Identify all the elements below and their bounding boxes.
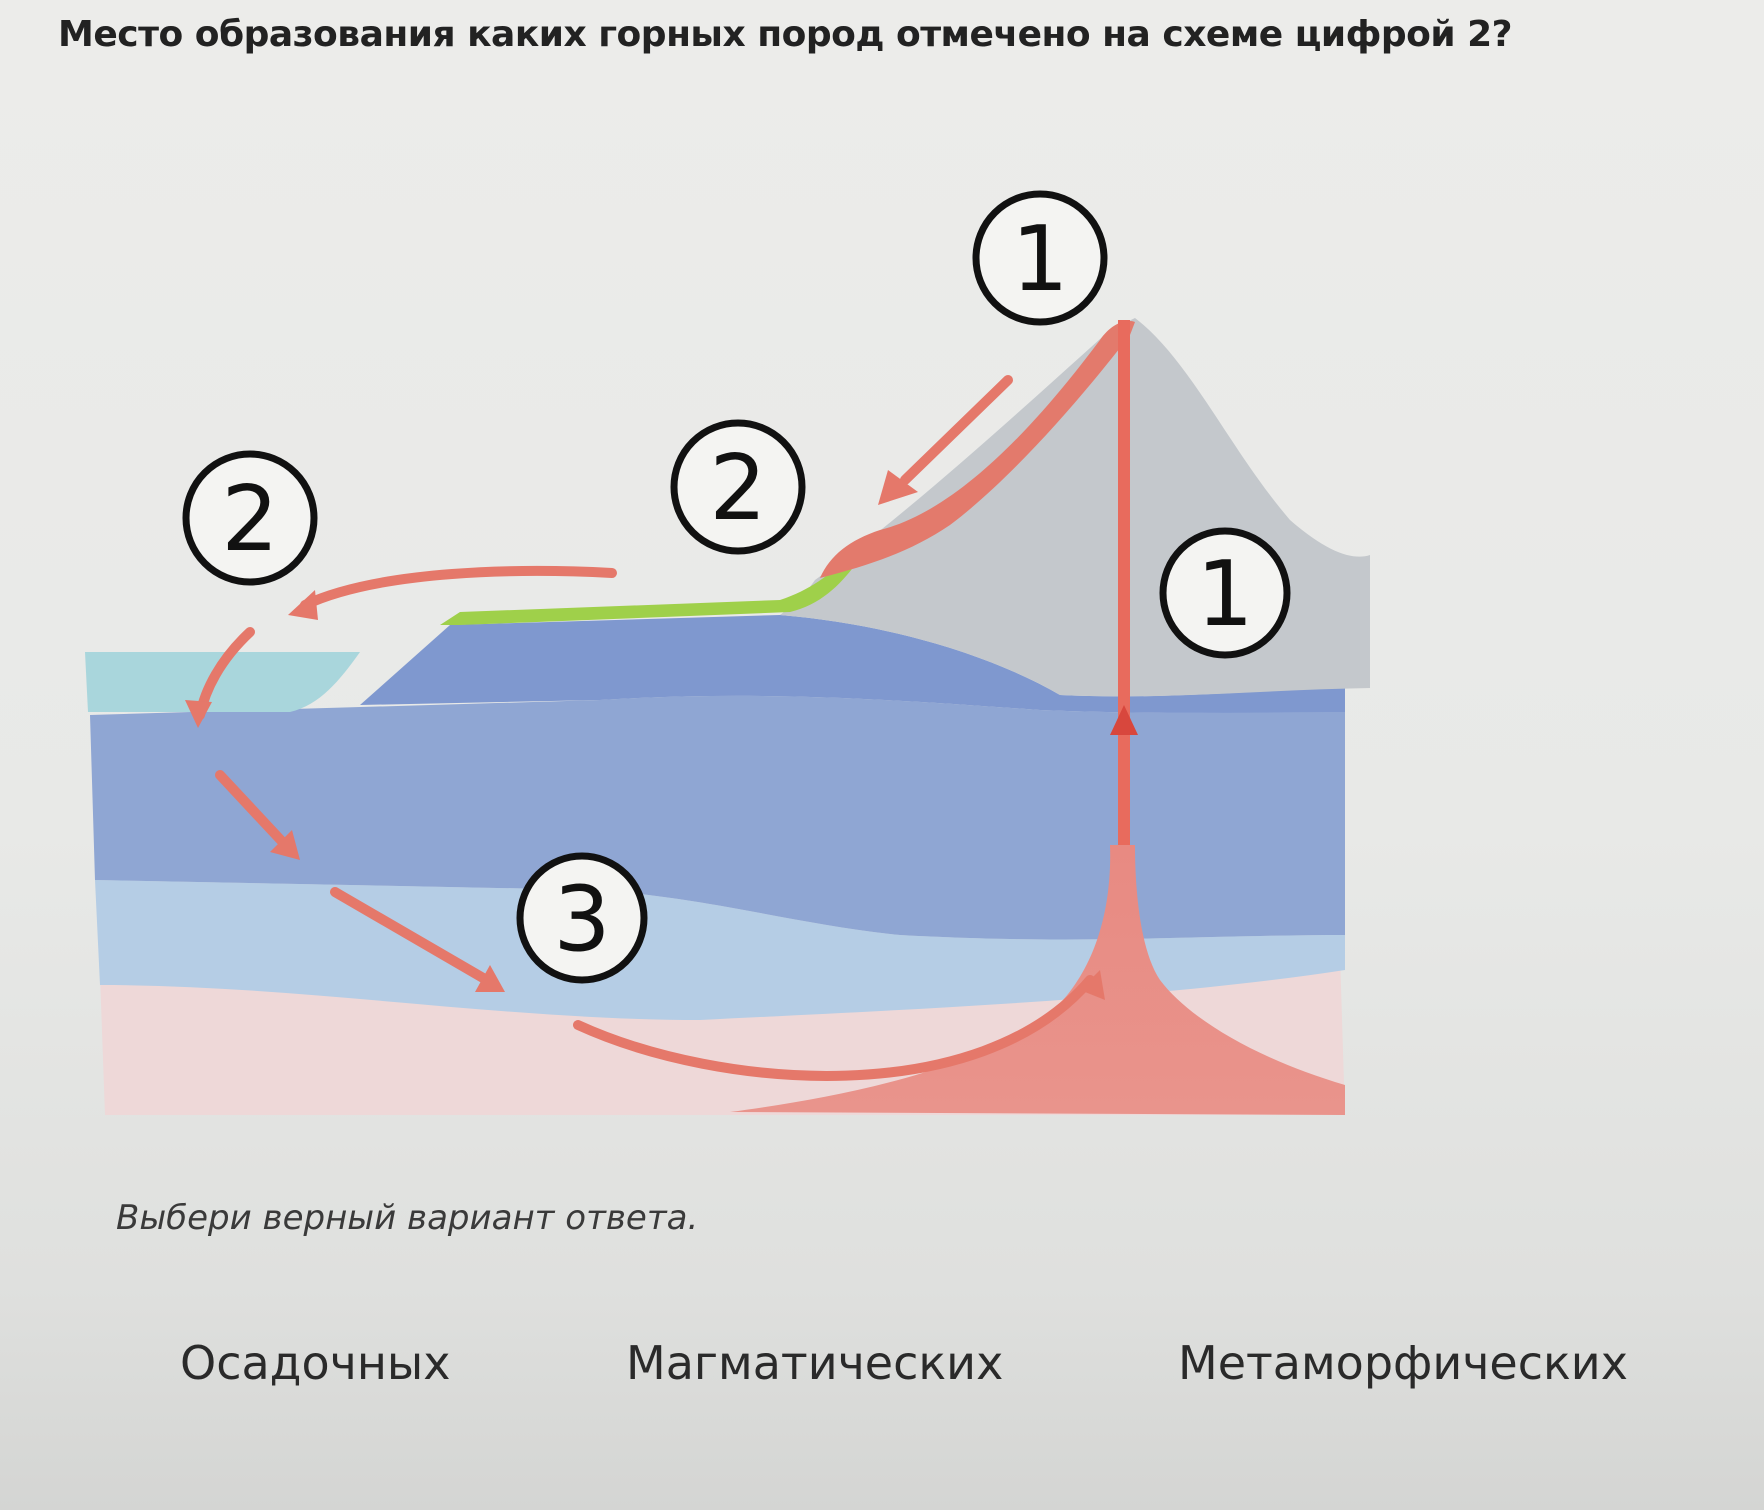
arrow-burial-2 (330, 887, 495, 987)
answer-igneous-button[interactable]: Магматических (616, 1330, 1013, 1396)
middle-rock-layer (90, 695, 1345, 940)
arrow-erosion (900, 375, 1013, 485)
svg-text:3: 3 (553, 867, 610, 972)
svg-text:1: 1 (1196, 542, 1253, 647)
sediment-layer (440, 555, 855, 625)
arrowhead-burial-2 (475, 965, 505, 992)
svg-text:2: 2 (709, 436, 766, 541)
label-3: 3 (516, 852, 648, 984)
arrowhead-transport (288, 590, 318, 620)
lower-rock-layer (95, 880, 1345, 1020)
answer-options: Осадочных Магматических Метаморфических (0, 1330, 1764, 1410)
arrow-transport (300, 565, 617, 610)
svg-text:1: 1 (1011, 207, 1068, 312)
arrowhead-burial-1 (270, 830, 300, 860)
vent-arrow (1110, 705, 1138, 735)
label-2-slope: 2 (670, 419, 806, 555)
magma-chamber (730, 845, 1345, 1115)
label-1-side: 1 (1159, 527, 1291, 659)
arrowhead-melting (1080, 970, 1105, 1000)
arrow-burial-1 (215, 770, 295, 855)
answer-sedimentary-button[interactable]: Осадочных (170, 1330, 460, 1396)
label-1-top: 1 (972, 190, 1108, 326)
label-2-sea: 2 (182, 450, 318, 586)
shallow-sea (85, 652, 360, 712)
upper-rock-layer (360, 615, 1345, 713)
answer-hint: Выбери верный вариант ответа. (116, 1198, 699, 1238)
arrowhead-deposition (185, 700, 212, 728)
arrowhead-erosion (878, 470, 918, 505)
answer-metamorphic-button[interactable]: Метаморфических (1168, 1330, 1638, 1396)
volcanic-vent (1118, 320, 1130, 845)
svg-text:2: 2 (221, 467, 278, 572)
arrow-melting (573, 975, 1095, 1081)
question-text: Место образования каких горных пород отм… (58, 14, 1513, 55)
lava-flow (820, 320, 1135, 578)
